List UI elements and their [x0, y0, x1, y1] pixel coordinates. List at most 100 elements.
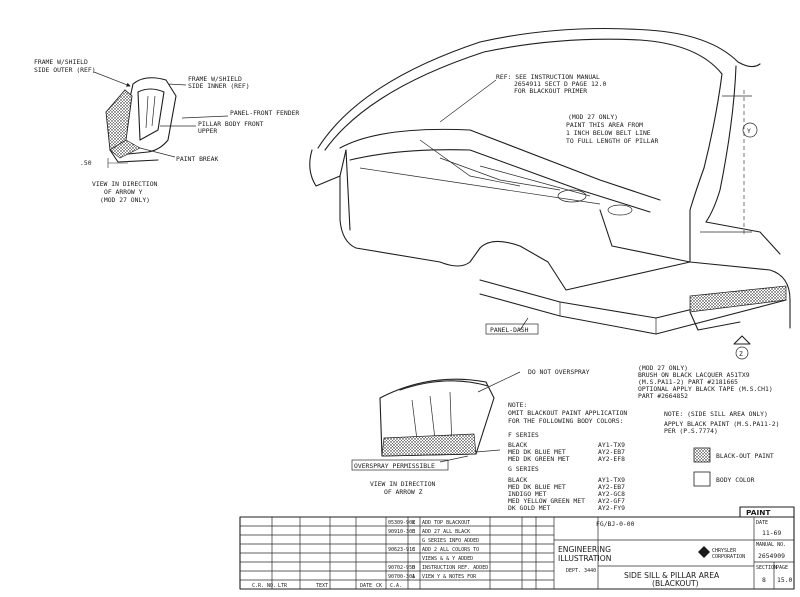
- revision-text: VIEW Y & NOTES FOR: [422, 574, 477, 580]
- label-view-y-2: OF ARROW Y: [104, 188, 143, 196]
- label-pillar-body-2: UPPER: [198, 127, 217, 135]
- label-view-z-1: VIEW IN DIRECTION: [370, 480, 436, 488]
- callout-labels: FRAME W/SHIELD SIDE OUTER (REF) FRAME W/…: [34, 58, 779, 496]
- label-ref-1: REF: SEE INSTRUCTION MANUAL: [496, 73, 600, 81]
- label-brush-1: (MOD 27 ONLY): [638, 364, 688, 372]
- legend-swatch-body: [693, 471, 711, 487]
- series-g: G SERIES: [508, 465, 539, 473]
- color-name: INDIGO MET: [508, 490, 547, 498]
- label-frame-inner: FRAME W/SHIELD: [188, 75, 242, 83]
- detail-view-y: [93, 71, 229, 168]
- label-brush-2: BRUSH ON BLACK LACQUER A51TX9: [638, 371, 750, 379]
- color-name: MED DK GREEN MET: [508, 455, 570, 463]
- revision-ltr: E: [412, 529, 415, 535]
- date-value: 11-69: [762, 529, 781, 537]
- section-value: 8: [762, 576, 766, 584]
- color-name: BLACK: [508, 441, 527, 449]
- dept-label: DEPT. 3440: [566, 568, 596, 574]
- label-note-3: FOR THE FOLLOWING BODY COLORS:: [508, 417, 623, 425]
- legend-blackout-label: BLACK-OUT PAINT: [716, 452, 774, 460]
- revision-footer-ck: CK: [376, 583, 382, 589]
- color-code: AY2-FY9: [598, 504, 625, 512]
- label-view-y-1: VIEW IN DIRECTION: [92, 180, 158, 188]
- page-value: 15.0: [777, 576, 793, 584]
- chrysler-logo: CHRYSLER CORPORATION: [698, 546, 745, 560]
- label-note-side-2: APPLY BLACK PAINT (M.S.PA11-2): [664, 420, 779, 428]
- drawing-title-2: (BLACKOUT): [652, 579, 699, 588]
- label-mod27-2: PAINT THIS AREA FROM: [566, 121, 643, 129]
- label-brush-3: (M.S.PA11-2) PART #2181665: [638, 378, 738, 386]
- color-code: AY2-EB7: [598, 448, 625, 456]
- color-name: MED DK BLUE MET: [508, 483, 566, 491]
- page-label: PAGE: [776, 565, 788, 571]
- color-name: DK GOLD MET: [508, 504, 550, 512]
- paint-box-label: PAINT: [746, 508, 770, 517]
- label-paint-break: PAINT BREAK: [176, 155, 218, 163]
- title-block: PAINT FG/BJ-0-00 05309-902 K ADD TOP BLA…: [239, 506, 795, 590]
- detail-view-z: [379, 371, 521, 463]
- legend-swatch-blackout: [693, 447, 711, 463]
- label-panel-front-fender: PANEL-FRONT FENDER: [230, 109, 299, 117]
- color-list: F SERIES BLACK AY1-TX9 MED DK BLUE MET A…: [508, 431, 625, 512]
- chrysler-name: CHRYSLER: [712, 548, 737, 554]
- revision-ltr: C: [412, 547, 415, 553]
- color-code: AY1-TX9: [598, 441, 625, 449]
- engineering-label: ENGINEERING: [558, 545, 611, 554]
- revision-no: 90700-301: [388, 574, 415, 580]
- revision-footer-cr-no: C.R. NO.: [252, 583, 276, 589]
- color-code: AY2-GC8: [598, 490, 625, 498]
- revision-text: ADD TOP BLACKOUT: [422, 520, 470, 526]
- car-body-cutaway: [309, 27, 791, 335]
- label-pillar-body: PILLAR BODY FRONT: [198, 120, 264, 128]
- revision-text: VIEWS & & Y ADDED: [422, 556, 473, 562]
- color-name: MED DK BLUE MET: [508, 448, 566, 456]
- color-name: BLACK: [508, 476, 527, 484]
- label-view-y-3: (MOD 27 ONLY): [100, 196, 150, 204]
- label-note-side-3: PER (P.S.7774): [664, 427, 718, 435]
- revision-footer-ca: C.A.: [390, 583, 402, 589]
- chrysler-corp: CORPORATION: [712, 554, 745, 560]
- label-brush-5: PART #2664852: [638, 392, 688, 400]
- label-ref-2: 2654911 SECT D PAGE 12.0: [514, 80, 606, 88]
- series-f: F SERIES: [508, 431, 539, 439]
- label-frame-inner-2: SIDE INNER (REF): [188, 82, 250, 90]
- section-label: SECTION: [756, 565, 777, 571]
- svg-text:Y: Y: [747, 127, 751, 135]
- date-label: DATE: [756, 520, 768, 526]
- arrow-z-marker: Z: [733, 335, 751, 360]
- revision-no: 90702-950: [388, 565, 415, 571]
- illustration-label: ILLUSTRATION: [558, 554, 611, 563]
- revision-ltr: A: [412, 574, 415, 580]
- revision-text: INSTRUCTION REF. ADDED: [422, 565, 488, 571]
- manual-number: 2654909: [758, 552, 785, 560]
- label-note-2: OMIT BLACKOUT PAINT APPLICATION: [508, 409, 627, 417]
- color-name: MED YELLOW GREEN MET: [508, 497, 585, 505]
- revision-ltr: K: [412, 520, 415, 526]
- label-do-not-overspray: DO NOT OVERSPRAY: [528, 368, 590, 376]
- label-overspray-permissible: OVERSPRAY PERMISSIBLE: [354, 462, 435, 470]
- revision-text: G SERIES INFO ADDED: [422, 538, 479, 544]
- part-code: FG/BJ-0-00: [596, 520, 635, 528]
- revision-no: 90910-300: [388, 529, 415, 535]
- label-frame-outer: FRAME W/SHIELD: [34, 58, 88, 66]
- label-brush-4: OPTIONAL APPLY BLACK TAPE (M.S.CH1): [638, 385, 773, 393]
- label-frame-outer-2: SIDE OUTER (REF): [34, 66, 96, 74]
- arrow-y-marker: Y: [742, 122, 758, 138]
- color-code: AY1-TX9: [598, 476, 625, 484]
- manual-label: MANUAL NO.: [756, 542, 786, 548]
- revision-text: ADD 2 ALL COLORS TO: [422, 547, 479, 553]
- label-ref-3: FOR BLACKOUT PRIMER: [514, 87, 587, 95]
- revision-ltr: B: [412, 565, 415, 571]
- revision-footer-text: TEXT: [316, 583, 328, 589]
- drawing-title-1: SIDE SILL & PILLAR AREA: [624, 571, 720, 580]
- revision-no: 05309-902: [388, 520, 415, 526]
- color-code: AY2-GF7: [598, 497, 625, 505]
- legend-body-label: BODY COLOR: [716, 476, 755, 484]
- label-panel-dash: PANEL-DASH: [490, 326, 529, 334]
- revision-no: 90623-918: [388, 547, 415, 553]
- color-code: AY2-EF8: [598, 455, 625, 463]
- label-view-z-2: OF ARROW Z: [384, 488, 423, 496]
- revision-footer-date: DATE: [360, 583, 372, 589]
- label-note-side-1: NOTE: (SIDE SILL AREA ONLY): [664, 410, 768, 418]
